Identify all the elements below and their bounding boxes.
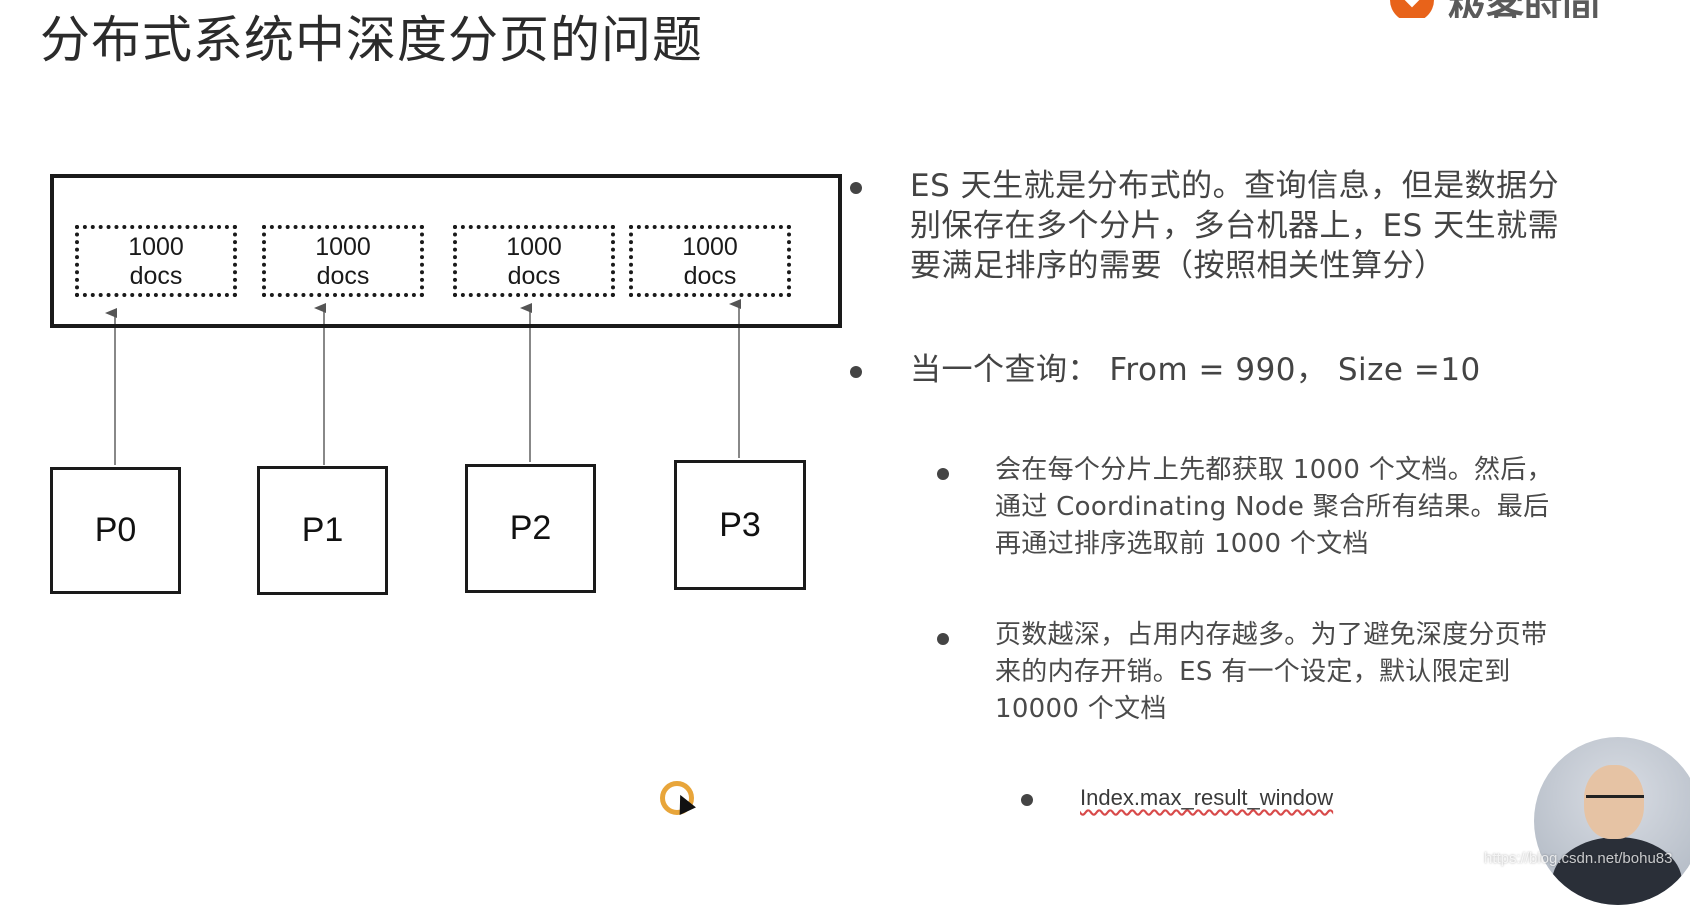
bullet-distributed: ES 天生就是分布式的。查询信息，但是数据分 别保存在多个分片，多台机器上，ES… — [910, 166, 1559, 286]
bullet-line: ES 天生就是分布式的。查询信息，但是数据分 — [910, 168, 1560, 204]
slide-title: 分布式系统中深度分页的问题 — [40, 11, 703, 69]
docs-count: 1000 — [682, 233, 738, 261]
glasses-icon — [1586, 795, 1644, 810]
bullet-dot — [850, 366, 862, 378]
bullet-line: 会在每个分片上先都获取 1000 个文档。然后， — [995, 455, 1553, 485]
bullet-line: 要满足排序的需要（按照相关性算分） — [910, 248, 1446, 284]
watermark: https://blog.csdn.net/bohu83 — [1484, 850, 1673, 867]
bullet-memory: 页数越深，占用内存越多。为了避免深度分页带 来的内存开销。ES 有一个设定，默认… — [995, 617, 1547, 728]
partition-p0: P0 — [50, 467, 181, 594]
bullet-line: 当一个查询： From = 990， Size =10 — [910, 352, 1481, 388]
partition-p2: P2 — [465, 464, 596, 593]
presenter-body — [1552, 837, 1682, 905]
bullet-dot — [937, 468, 949, 480]
docs-unit: docs — [507, 262, 561, 290]
bullet-fetch-per-shard: 会在每个分片上先都获取 1000 个文档。然后， 通过 Coordinating… — [995, 452, 1553, 563]
arrows-layer — [105, 299, 741, 465]
logo-mark-icon — [1390, 0, 1434, 18]
partition-p3: P3 — [674, 460, 806, 590]
docs-box: 1000 docs — [629, 225, 791, 297]
bullet-line: 10000 个文档 — [995, 694, 1167, 724]
setting-name: Index.max_result_window — [1080, 785, 1334, 810]
brand-logo: 极客时间 — [1390, 0, 1690, 18]
bullet-line: 别保存在多个分片，多台机器上，ES 天生就需 — [910, 208, 1560, 244]
presenter-face — [1584, 765, 1644, 839]
docs-box: 1000 docs — [75, 225, 237, 297]
docs-count: 1000 — [315, 233, 371, 261]
docs-count: 1000 — [128, 233, 184, 261]
bullet-query: 当一个查询： From = 990， Size =10 — [910, 350, 1481, 390]
bullet-dot — [1021, 794, 1033, 806]
docs-unit: docs — [316, 262, 370, 290]
bullet-dot — [937, 633, 949, 645]
bullet-line: 再通过排序选取前 1000 个文档 — [995, 529, 1369, 559]
docs-box: 1000 docs — [453, 225, 615, 297]
click-indicator-icon — [660, 781, 694, 815]
bullet-list: ES 天生就是分布式的。查询信息，但是数据分 别保存在多个分片，多台机器上，ES… — [850, 0, 1690, 878]
shard-diagram: 1000 docs 1000 docs 1000 docs 1000 docs … — [0, 0, 860, 878]
docs-unit: docs — [683, 262, 737, 290]
docs-box: 1000 docs — [262, 225, 424, 297]
docs-unit: docs — [129, 262, 183, 290]
coordinating-node-box — [50, 174, 842, 328]
bullet-dot — [850, 182, 862, 194]
bullet-line: 页数越深，占用内存越多。为了避免深度分页带 — [995, 620, 1548, 650]
bullet-line: 来的内存开销。ES 有一个设定，默认限定到 — [995, 657, 1511, 687]
presenter-video — [1534, 737, 1690, 905]
bullet-line: 通过 Coordinating Node 聚合所有结果。最后 — [995, 492, 1550, 522]
docs-count: 1000 — [506, 233, 562, 261]
partition-p1: P1 — [257, 466, 388, 595]
logo-text: 极客时间 — [1448, 0, 1600, 18]
